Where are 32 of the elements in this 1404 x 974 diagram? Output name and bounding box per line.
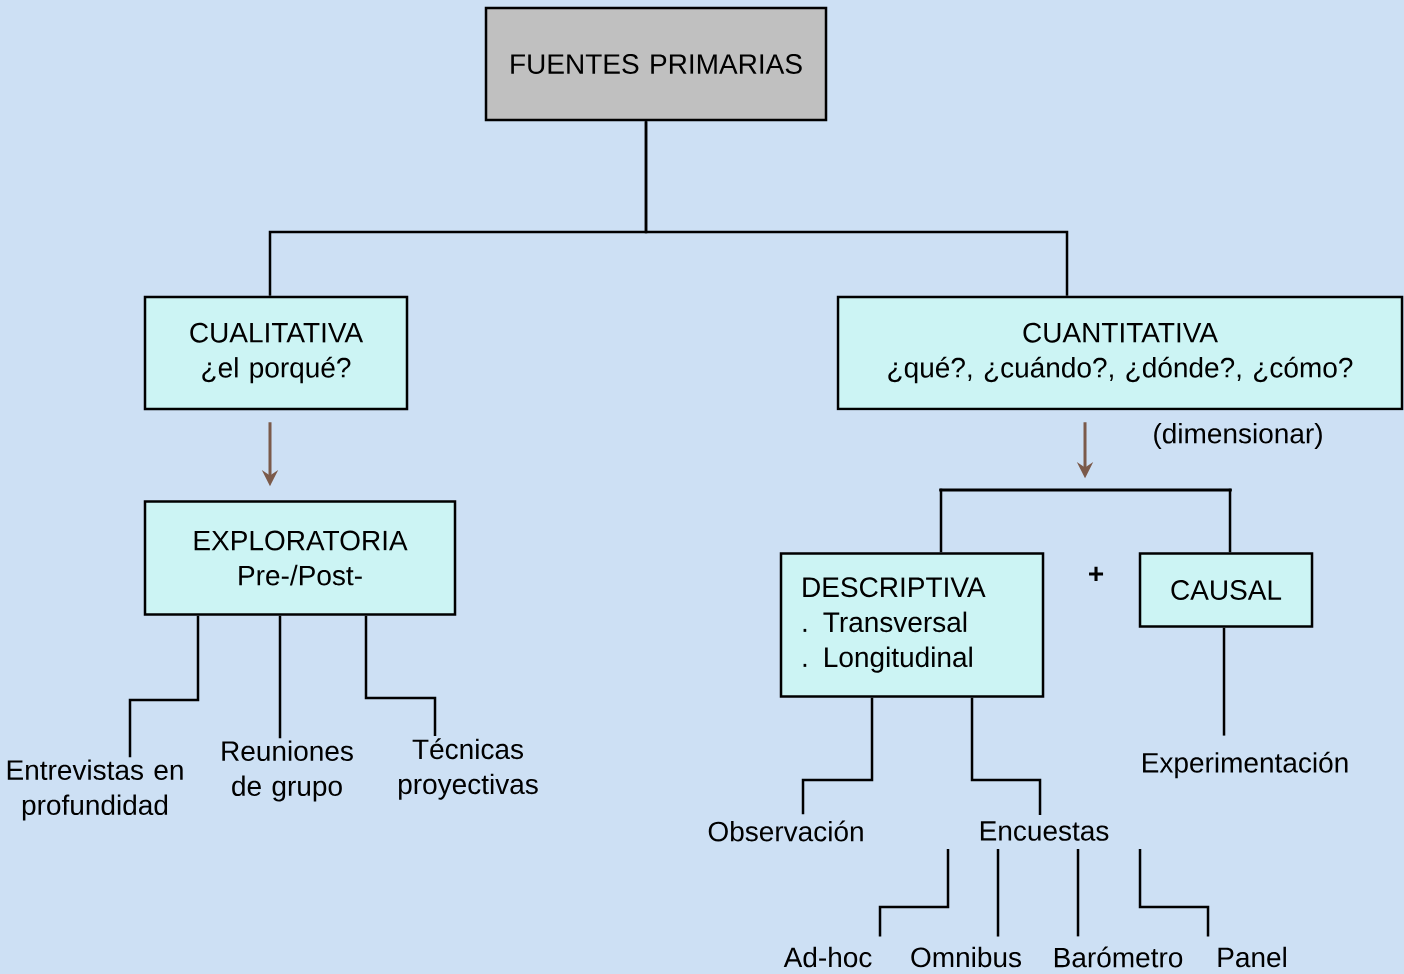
category-box: CUANTITATIVA ¿qué?, ¿cuándo?, ¿dónde?, ¿cómo? (836, 295, 1404, 411)
method-label: Panel (1218, 946, 1286, 968)
connector-line (970, 697, 1042, 816)
connector-line (1222, 627, 1226, 736)
note-text: (dimensionar) (1154, 422, 1322, 450)
method-label: Entrevistas en profundidad (7, 759, 183, 821)
method-label: Encuestas (980, 821, 1109, 841)
connector-line (878, 849, 950, 937)
connector-line (938, 488, 943, 553)
method-label: Omnibus (911, 946, 1021, 968)
category-box: CAUSAL (1138, 552, 1314, 628)
connector-line (996, 849, 1000, 937)
title-box: FUENTES PRIMARIAS (484, 6, 828, 122)
connector-line (1228, 488, 1233, 553)
method-label: Barómetro (1054, 946, 1183, 968)
connector-line (364, 615, 437, 737)
method-label: Observación (708, 820, 863, 842)
method-label: Técnicas proyectivas (399, 738, 538, 800)
method-label: Reuniones de grupo (222, 740, 353, 802)
connector-line (801, 697, 874, 815)
connector-line (1138, 849, 1210, 937)
bus-bar (939, 488, 1232, 492)
connector-line (1076, 849, 1080, 937)
method-label: Experimentación (1143, 751, 1348, 779)
connector-line (278, 615, 282, 739)
connector-line (128, 615, 200, 758)
category-box: EXPLORATORIA Pre-/Post- (143, 500, 457, 616)
category-box: CUALITATIVA ¿el porqué? (143, 295, 409, 411)
method-label: Ad-hoc (783, 946, 872, 968)
connector-line (644, 121, 1069, 296)
plus-sign: + (1089, 566, 1104, 581)
category-box: DESCRIPTIVA . Transversal . Longitudinal (779, 552, 1045, 698)
